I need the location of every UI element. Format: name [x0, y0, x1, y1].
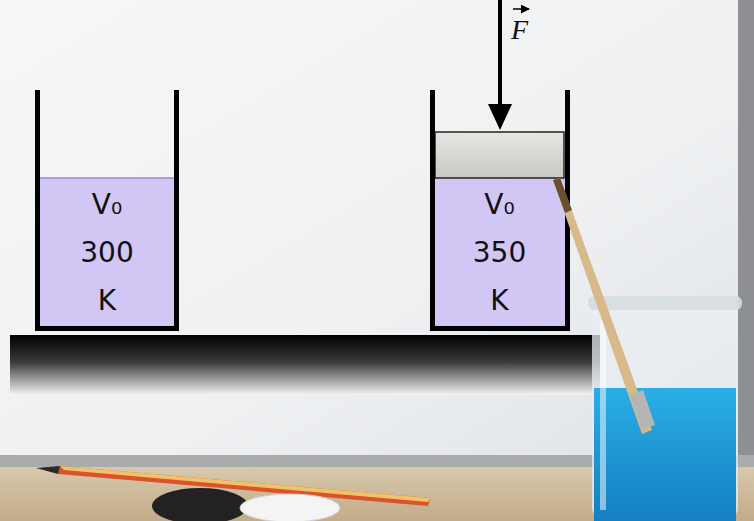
force-label: F — [511, 14, 528, 46]
right-container — [433, 90, 568, 329]
state-values: V₀ 300 K — [80, 181, 133, 325]
liquid-region: V₀ 300 K — [40, 179, 174, 326]
left-container — [38, 90, 177, 329]
shelf — [10, 335, 600, 395]
liquid-region: V₀ 350 K — [434, 179, 565, 326]
state-values: V₀ 350 K — [473, 181, 526, 325]
piston — [435, 132, 564, 178]
board-frame — [738, 0, 754, 458]
force-arrow — [488, 0, 529, 130]
white-eraser — [240, 494, 340, 521]
black-eraser — [152, 488, 248, 521]
paint-brush — [553, 178, 655, 434]
